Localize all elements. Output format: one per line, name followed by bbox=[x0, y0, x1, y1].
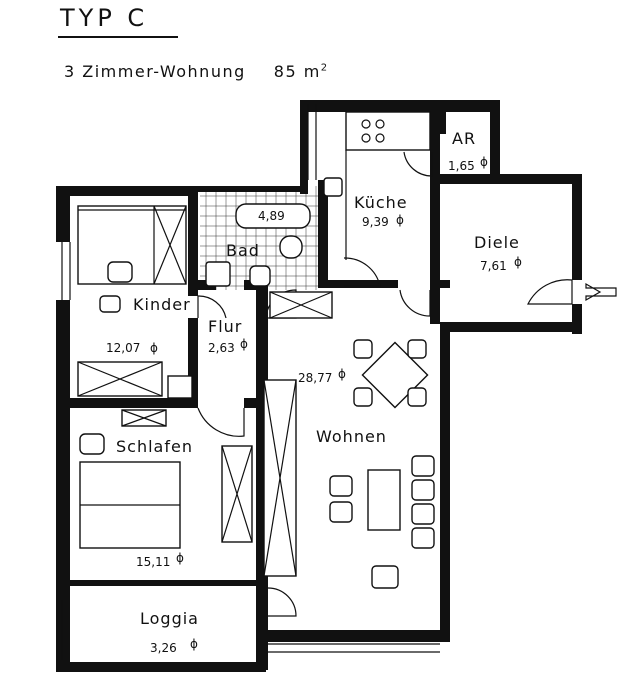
plan-subtitle: 3 Zimmer-Wohnung 85 m2 bbox=[64, 62, 329, 81]
apartment-area: 85 m2 bbox=[273, 62, 329, 81]
kinder-marker: ɸ bbox=[150, 341, 158, 355]
kueche-furniture bbox=[323, 111, 431, 260]
wohnen-marker: ɸ bbox=[338, 367, 346, 381]
kinder-furniture bbox=[77, 205, 193, 399]
kueche-label: Küche bbox=[354, 193, 408, 212]
bad-size: 4,89 bbox=[258, 209, 285, 223]
flur-marker: ɸ bbox=[240, 337, 248, 351]
door-kinder bbox=[197, 295, 227, 319]
door-ar bbox=[403, 151, 433, 177]
door-entrance bbox=[527, 279, 573, 305]
apartment-type: 3 Zimmer-Wohnung bbox=[64, 62, 246, 81]
kueche-marker: ɸ bbox=[396, 213, 404, 227]
loggia-marker: ɸ bbox=[190, 637, 198, 651]
flur-label: Flur bbox=[208, 317, 242, 336]
bad-label: Bad bbox=[226, 241, 260, 260]
wohnen-size: 28,77 bbox=[298, 371, 332, 385]
ar-marker: ɸ bbox=[480, 155, 488, 169]
bad-furniture bbox=[205, 203, 311, 287]
schlafen-label: Schlafen bbox=[116, 437, 193, 456]
doors bbox=[197, 151, 573, 617]
kinder-label: Kinder bbox=[133, 295, 191, 314]
loggia-label: Loggia bbox=[140, 609, 199, 628]
windows bbox=[61, 104, 440, 660]
wohnen-label: Wohnen bbox=[316, 427, 387, 446]
door-kueche bbox=[343, 257, 381, 287]
ar-label: AR bbox=[452, 129, 476, 148]
door-wohnen bbox=[399, 289, 431, 317]
kueche-size: 9,39 bbox=[362, 215, 389, 229]
wohnen-furniture bbox=[263, 291, 435, 589]
ar-size: 1,65 bbox=[448, 159, 475, 173]
kinder-size: 12,07 bbox=[106, 341, 140, 355]
diele-size: 7,61 bbox=[480, 259, 507, 273]
loggia-size: 3,26 bbox=[150, 641, 177, 655]
title-underline bbox=[58, 36, 178, 38]
flur-size: 2,63 bbox=[208, 341, 235, 355]
entrance-arrow-icon bbox=[585, 282, 617, 302]
schlafen-furniture bbox=[79, 409, 253, 549]
schlafen-size: 15,11 bbox=[136, 555, 170, 569]
diele-label: Diele bbox=[474, 233, 520, 252]
room-labels: Kinder 12,07 ɸ Bad 4,89 Küche 9,39 ɸ AR … bbox=[106, 129, 522, 655]
plan-title: TYP C bbox=[60, 4, 149, 32]
door-schlafen bbox=[197, 407, 245, 437]
schlafen-marker: ɸ bbox=[176, 551, 184, 565]
diele-marker: ɸ bbox=[514, 255, 522, 269]
door-loggia bbox=[267, 587, 297, 617]
